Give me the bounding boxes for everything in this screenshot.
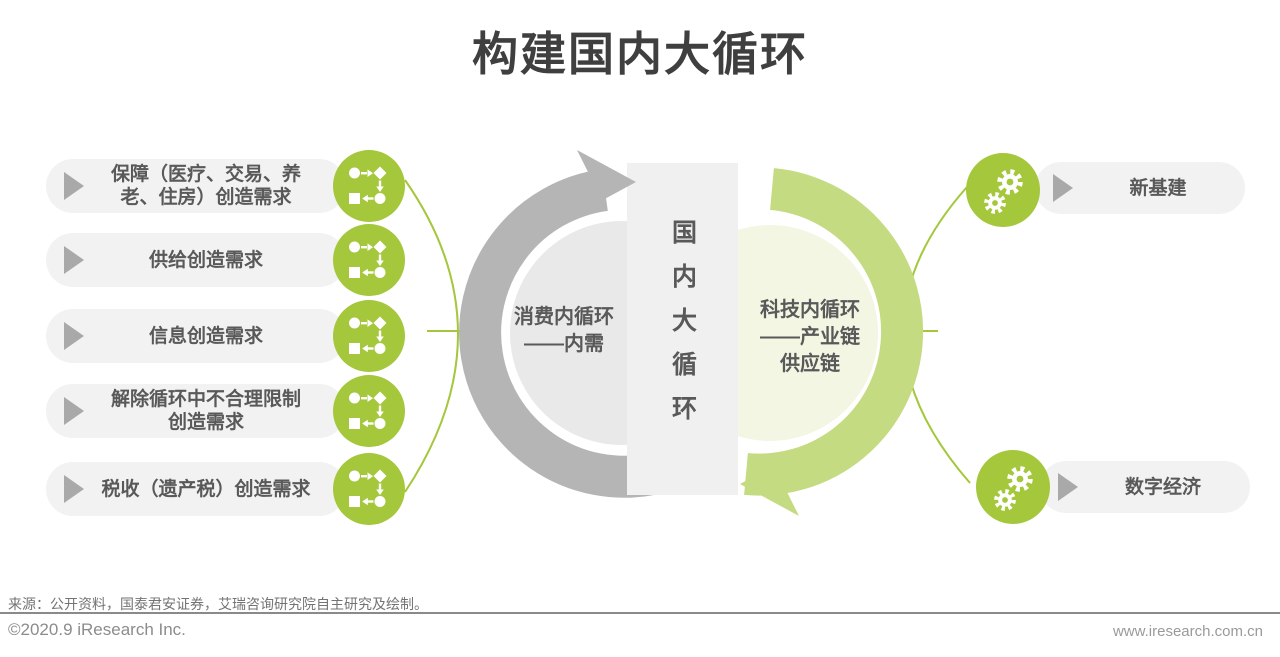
source-note: 来源：公开资料，国泰君安证券，艾瑞咨询研究院自主研究及绘制。: [8, 596, 428, 612]
flow-badge: [333, 150, 405, 222]
triangle-bullet-icon: [64, 246, 84, 274]
right-item-pill: 新基建: [1035, 162, 1245, 214]
consumption-loop-label: 消费内循环 ——内需: [514, 306, 614, 355]
left-connector-arc: [404, 179, 459, 493]
left-item-pill: 信息创造需求: [46, 309, 346, 363]
copyright-text: ©2020.9 iResearch Inc.: [8, 620, 186, 639]
triangle-bullet-icon: [64, 322, 84, 350]
triangle-bullet-icon: [64, 475, 84, 503]
core-rect: [627, 163, 738, 495]
flow-badge: [333, 224, 405, 296]
gear-badge: [966, 153, 1040, 227]
flow-badge: [333, 375, 405, 447]
flow-badge: [333, 453, 405, 525]
triangle-bullet-icon: [1058, 473, 1078, 501]
triangle-bullet-icon: [64, 172, 84, 200]
right-item-label: 数字经济: [1124, 476, 1201, 498]
tech-loop-label: 科技内循环 ——产业链 供应链: [760, 299, 860, 375]
page-title: 构建国内大循环: [472, 28, 808, 80]
flow-badge: [333, 300, 405, 372]
website-text: www.iresearch.com.cn: [1112, 623, 1263, 640]
consumption-loop-ring: [459, 169, 657, 498]
left-item-label: 供给创造需求: [148, 249, 263, 271]
right-item-label: 新基建: [1129, 177, 1187, 199]
triangle-bullet-icon: [64, 397, 84, 425]
left-item-pill: 解除循环中不合理限制 创造需求: [46, 384, 346, 438]
left-item-label: 保障（医疗、交易、养 老、住房）创造需求: [110, 164, 301, 208]
green-arrowhead-icon: [740, 452, 799, 516]
left-item-pill: 税收（遗产税）创造需求: [46, 462, 346, 516]
footer-divider: [0, 612, 1280, 614]
left-item-label: 信息创造需求: [148, 325, 263, 347]
core-label: 国内大循环: [668, 219, 697, 439]
left-item-label: 解除循环中不合理限制 创造需求: [110, 389, 301, 433]
gear-badge: [976, 450, 1050, 524]
gray-arrowhead-icon: [577, 150, 636, 214]
left-item-pill: 供给创造需求: [46, 233, 346, 287]
right-item-pill: 数字经济: [1040, 461, 1250, 513]
left-item-label: 税收（遗产税）创造需求: [101, 478, 311, 500]
tech-loop-ring: [744, 168, 924, 496]
left-item-pill: 保障（医疗、交易、养 老、住房）创造需求: [46, 159, 346, 213]
triangle-bullet-icon: [1053, 174, 1073, 202]
